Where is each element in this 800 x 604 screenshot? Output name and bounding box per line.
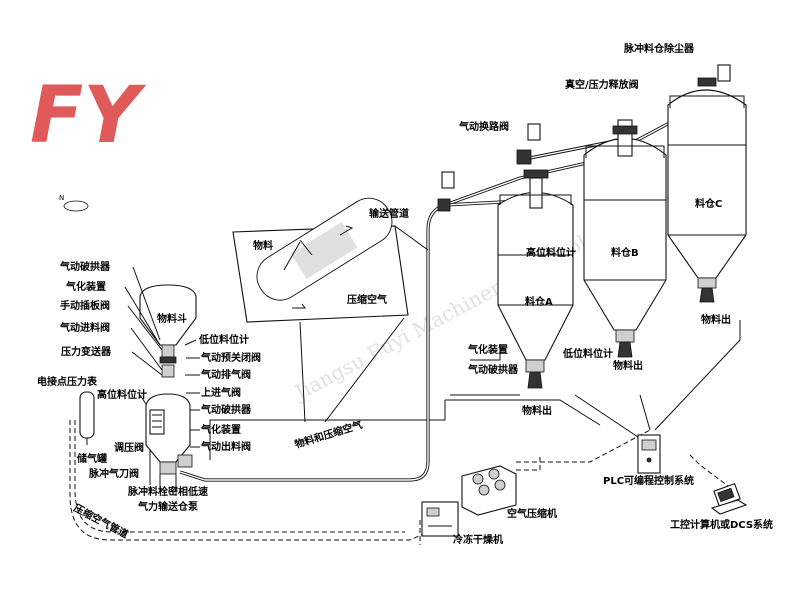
compass-north-label: N xyxy=(59,194,64,202)
label-silo-a: 料仓A xyxy=(525,295,553,308)
label-regulator: 调压阀 xyxy=(114,441,144,454)
control-box-3-icon xyxy=(717,64,731,82)
label-low-level-a: 低位料位计 xyxy=(562,347,613,360)
silo-b xyxy=(583,119,667,358)
label-pump-name-2: 气力输送仓泵 xyxy=(137,500,199,513)
plc-cabinet xyxy=(637,434,661,474)
air-pipeline xyxy=(69,320,741,545)
label-low-level-pump: 低位料位计 xyxy=(198,333,249,346)
air-tank xyxy=(79,391,95,445)
logo-text: FY xyxy=(30,71,147,161)
label-air-tank: 储气罐 xyxy=(76,452,107,465)
switch-valve-2-icon xyxy=(516,149,532,165)
label-manual-gate: 手动插板阀 xyxy=(60,299,110,312)
label-plc: PLC可编程控制系统 xyxy=(603,474,694,487)
refrigerated-dryer xyxy=(421,501,459,537)
label-knife-valve: 脉冲气刀阀 xyxy=(88,467,139,480)
label-high-level-pump: 高位料位计 xyxy=(97,388,147,401)
label-dcs: 工控计算机或DCS系统 xyxy=(670,518,773,531)
label-transmitter: 压力变送器 xyxy=(61,345,112,358)
label-breaker-a: 气动破拱器 xyxy=(467,363,519,376)
label-air-pipeline: 压缩空气管道 xyxy=(72,501,131,541)
control-box-1-icon xyxy=(441,171,455,189)
label-discharge-valve: 气动出料阀 xyxy=(200,440,251,453)
pipe-inset xyxy=(232,197,429,423)
label-outlet-c: 物料出 xyxy=(701,313,731,326)
label-pump-breaker: 气动破拱器 xyxy=(200,403,252,416)
label-material: 物料 xyxy=(253,239,273,252)
label-outlet-b: 物料出 xyxy=(613,359,643,372)
control-box-2-icon xyxy=(527,123,541,141)
label-silo-b: 料仓B xyxy=(611,246,639,259)
label-pipeline: 输送管道 xyxy=(369,207,409,220)
label-pump-gasify: 气化装置 xyxy=(200,423,241,436)
pump-vessel xyxy=(145,393,193,492)
label-high-level-a: 高位料位计 xyxy=(526,246,576,259)
label-gasify-a: 气化装置 xyxy=(467,343,508,356)
silo-a xyxy=(497,169,574,389)
air-compressor xyxy=(461,465,517,516)
label-compressed-air: 压缩空气 xyxy=(347,293,387,306)
label-compressor: 空气压缩机 xyxy=(507,507,557,520)
label-preclose-valve: 气动预关闭阀 xyxy=(200,351,261,364)
label-dust-collector: 脉冲料仓除尘器 xyxy=(623,42,695,55)
label-left-breaker: 气动破拱器 xyxy=(59,260,111,273)
label-left-gasify: 气化装置 xyxy=(65,280,106,293)
label-upper-inlet: 上进气阀 xyxy=(201,386,241,399)
left-leaders xyxy=(124,266,200,448)
label-feed-valve: 气动进料阀 xyxy=(59,321,110,334)
label-silo-c: 料仓C xyxy=(695,197,722,210)
label-pump-name-1: 脉冲料栓密相低速 xyxy=(127,485,208,498)
label-material-air: 物料和压缩空气 xyxy=(293,418,364,451)
label-vacuum-valve: 真空/压力释放阀 xyxy=(565,78,639,91)
company-logo: FY xyxy=(30,71,147,161)
compass-icon: N xyxy=(59,194,89,212)
label-dryer: 冷冻干燥机 xyxy=(453,533,503,546)
label-switch-valve: 气动换路阀 xyxy=(458,120,509,133)
label-pressure-gauge: 电接点压力表 xyxy=(37,375,98,388)
computer-icon xyxy=(710,483,748,515)
label-outlet-a: 物料出 xyxy=(522,404,552,417)
silo-c xyxy=(667,77,747,303)
switch-valve-1-icon xyxy=(437,198,451,212)
hopper xyxy=(139,284,197,378)
label-exhaust-valve: 气动排气阀 xyxy=(200,368,251,381)
label-hopper: 物料斗 xyxy=(157,312,187,325)
